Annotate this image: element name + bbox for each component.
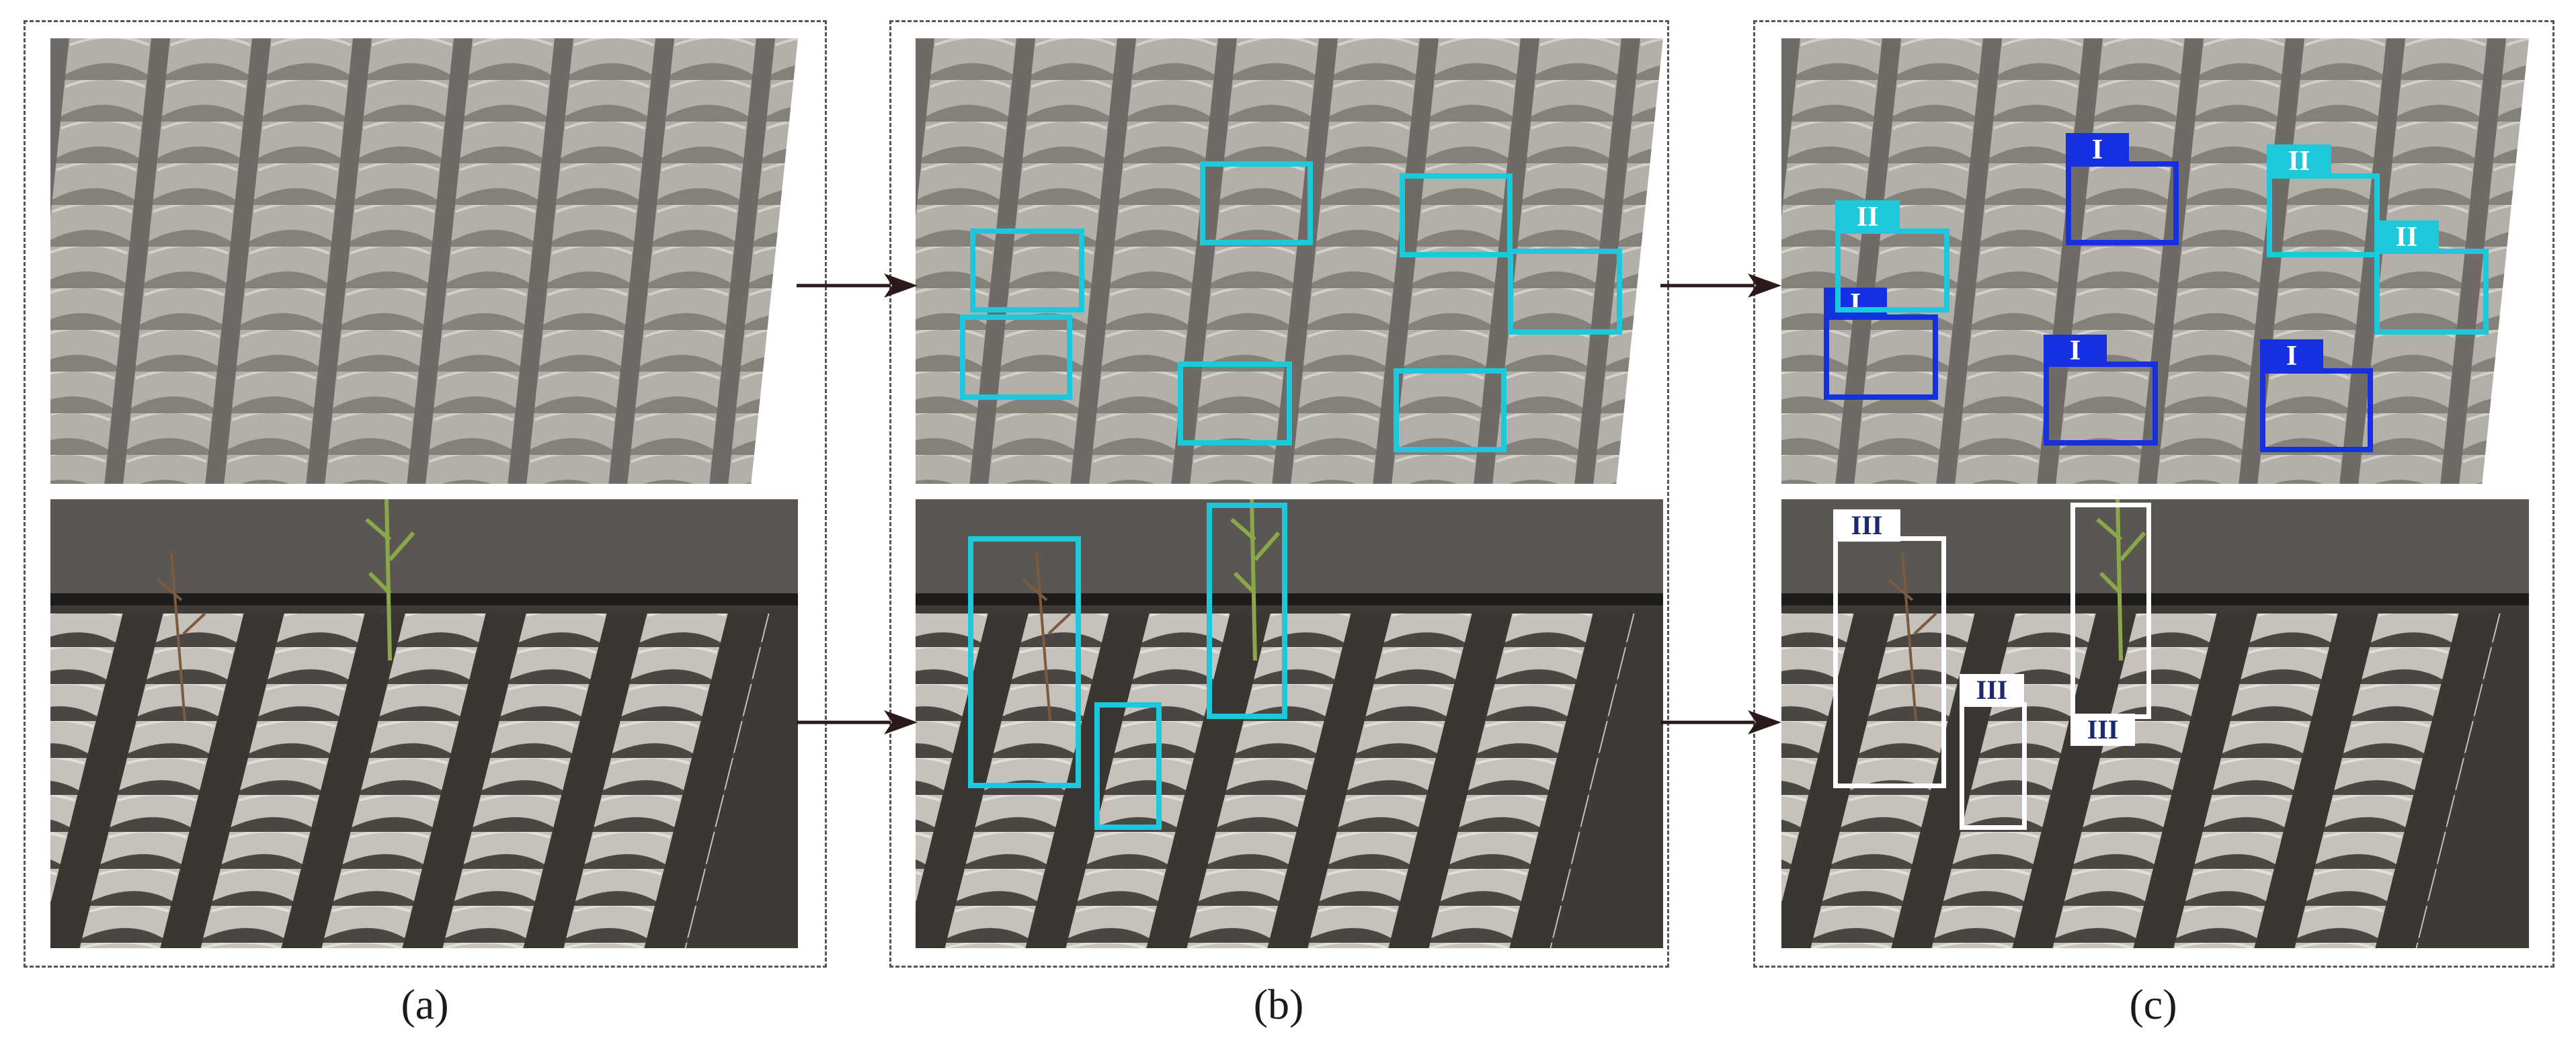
panel-b [889, 20, 1669, 968]
photo-a-top [50, 38, 798, 484]
detection-box [1508, 249, 1622, 335]
detection-box [968, 536, 1081, 788]
caption-c: (c) [2129, 980, 2177, 1028]
class-ii-tag: II [1835, 200, 1900, 234]
arrow-icon [1660, 273, 1781, 298]
caption-b: (b) [1253, 980, 1304, 1028]
arrow-icon [1660, 710, 1781, 734]
class-i-box [1824, 314, 1938, 400]
roof-vegetation-image [916, 499, 1663, 948]
detection-box [1394, 368, 1506, 452]
roof-vegetation-image [50, 499, 798, 948]
class-i-tag: I [2260, 339, 2323, 373]
photo-b-bottom [916, 499, 1663, 948]
class-i-tag: I [2044, 335, 2107, 367]
class-iii-box [2070, 503, 2151, 719]
class-i-box [2260, 368, 2373, 452]
detection-box [1178, 362, 1292, 446]
class-iii-tag: III [1960, 674, 2024, 706]
arrow-icon [797, 273, 918, 298]
class-i-tag: I [2066, 133, 2129, 167]
panel-a [24, 20, 827, 968]
detection-box [1400, 173, 1513, 257]
class-ii-box [1835, 228, 1949, 312]
detection-box [970, 228, 1084, 312]
class-iii-tag: III [2070, 714, 2135, 746]
roof-tiles-image [50, 38, 798, 484]
caption-a: (a) [401, 980, 449, 1028]
class-ii-tag: II [2374, 220, 2439, 254]
class-ii-tag: II [2267, 144, 2331, 178]
detection-box [1094, 702, 1162, 830]
class-iii-box [1833, 536, 1946, 788]
detection-box [1207, 503, 1287, 719]
class-i-box [2044, 362, 2158, 446]
roof-vegetation-image [1781, 499, 2529, 948]
class-iii-box [1960, 702, 2027, 830]
arrow-icon [797, 710, 918, 734]
class-ii-box [2374, 249, 2489, 335]
class-i-tag: I [1824, 288, 1887, 320]
panel-c [1753, 20, 2554, 968]
photo-a-bottom [50, 499, 798, 948]
class-i-box [2066, 161, 2179, 245]
detection-box [960, 314, 1072, 400]
detection-box [1200, 161, 1313, 245]
class-ii-box [2267, 173, 2380, 257]
photo-c-bottom [1781, 499, 2529, 948]
class-iii-tag: III [1833, 509, 1900, 542]
